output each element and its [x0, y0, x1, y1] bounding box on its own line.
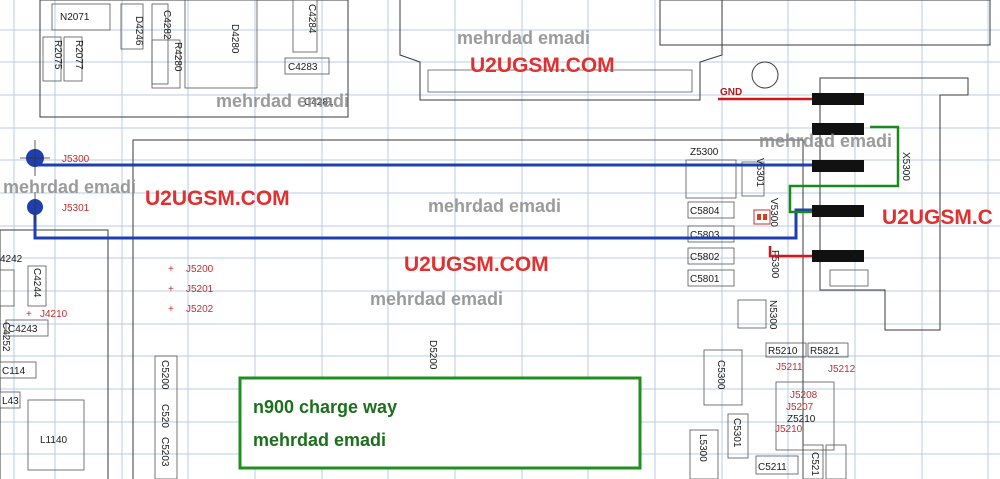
ref-c521: C521	[809, 452, 820, 476]
connector-pin-2	[812, 123, 864, 135]
testpoint-j5200-mark: +	[168, 264, 174, 275]
ref-v5301: V5301	[754, 158, 765, 187]
ref-j4210: J4210	[40, 309, 68, 320]
connector-pin-5	[812, 250, 864, 262]
red-trace-fuse	[768, 246, 812, 258]
top-chip-outline	[399, 0, 779, 101]
ref-d5200: D5200	[427, 340, 438, 370]
ref-c4282: C4282	[161, 10, 172, 40]
ref-c4252: C4252	[0, 322, 11, 352]
ref-j5301: J5301	[62, 203, 90, 214]
ref-c520: C520	[159, 404, 170, 428]
caption-border	[238, 376, 642, 470]
ref-c4244: C4244	[31, 268, 42, 298]
ref-d4280: D4280	[229, 24, 240, 54]
connector-pin-1	[812, 93, 864, 105]
ref-j5201: J5201	[186, 284, 214, 295]
watermark-gray-4: mehrdad emadi	[3, 177, 136, 197]
caption-line-1: n900 charge way	[253, 397, 397, 417]
ref-r2075: R2075	[52, 40, 63, 70]
diode-pad-a	[757, 214, 761, 220]
middle-components: + J5200 + J5201 + J5202 D5200 C5200 C520…	[154, 264, 438, 479]
ref-d4246: D4246	[133, 16, 144, 46]
ref-z5210: Z5210	[787, 414, 816, 425]
top-components: N2071 D4246 C4282 R4280 D4280 C4284 C428…	[42, 0, 334, 108]
ref-j5200: J5200	[186, 264, 214, 275]
connector-pin-3	[812, 160, 864, 172]
ref-j5207: J5207	[786, 402, 814, 413]
watermark-gray-1: mehrdad emadi	[457, 28, 590, 48]
ref-c4284: C4284	[306, 4, 317, 34]
ref-j5212: J5212	[828, 364, 856, 375]
ref-r5210: R5210	[768, 346, 798, 357]
ref-c5804: C5804	[690, 206, 720, 217]
watermark-gray-5: mehrdad emadi	[428, 196, 561, 216]
caption-line-2: mehrdad emadi	[253, 430, 386, 450]
ref-c5200: C5200	[159, 360, 170, 390]
caption-box: n900 charge way mehrdad emadi	[238, 376, 642, 470]
watermarks: mehrdad emadi U2UGSM.COM mehrdad emadi m…	[3, 28, 993, 309]
diode-marker	[753, 209, 771, 225]
diode-pad-b	[763, 214, 767, 220]
gnd-label: GND	[720, 87, 742, 98]
ref-j5211: J5211	[776, 362, 803, 373]
ref-r5821: R5821	[810, 346, 840, 357]
ref-c4283: C4283	[288, 62, 318, 73]
ref-l1140: L1140	[40, 435, 68, 446]
ref-j5208: J5208	[790, 390, 818, 401]
ref-c114: C114	[2, 366, 26, 377]
left-components: 4242 C4244 C4243 C4252 C114 L43 L1140 J4…	[0, 254, 85, 471]
testpoint-j4210-mark: +	[26, 309, 32, 320]
ref-n2071: N2071	[60, 12, 90, 23]
watermark-gray-3: mehrdad emadi	[759, 131, 892, 151]
watermark-gray-2: mehrdad emadi	[216, 91, 349, 111]
watermark-gray-6: mehrdad emadi	[370, 289, 503, 309]
ref-r2077: R2077	[73, 40, 84, 70]
ref-l43: L43	[2, 396, 19, 407]
ref-c5801: C5801	[690, 274, 720, 285]
ref-f5300: F5300	[769, 250, 780, 279]
watermark-red-2: U2UGSM.COM	[145, 187, 290, 210]
testpoint-j5201-mark: +	[168, 284, 174, 295]
testpoint-j5202-mark: +	[168, 304, 174, 315]
ref-z5300: Z5300	[690, 147, 719, 158]
ref-v5300: V5300	[768, 198, 779, 227]
ref-j5300: J5300	[62, 154, 90, 165]
green-trace	[788, 125, 900, 214]
ref-j5202: J5202	[186, 304, 214, 315]
trace-j5300	[33, 158, 812, 167]
ref-4242: 4242	[0, 254, 23, 265]
ref-r4280: R4280	[172, 42, 183, 72]
ref-c4281: C4281	[304, 97, 334, 108]
blue-traces: J5300 J5301	[20, 140, 812, 240]
ref-x5300: X5300	[900, 152, 911, 181]
ref-c5300: C5300	[715, 360, 726, 390]
ref-c5803: C5803	[690, 230, 720, 241]
ref-n5300: N5300	[767, 300, 778, 330]
connector-pin-4	[812, 205, 864, 217]
watermark-red-4: U2UGSM.COM	[404, 253, 549, 276]
ref-c5802: C5802	[690, 252, 720, 263]
trace-j5301	[33, 207, 812, 240]
ref-c5301: C5301	[731, 418, 742, 448]
watermark-red-1: U2UGSM.COM	[470, 54, 615, 77]
ref-c5203: C5203	[159, 437, 170, 467]
connector-x5300: X5300	[812, 77, 969, 331]
ref-l5300: L5300	[697, 434, 708, 462]
watermark-red-3: U2UGSM.C	[882, 206, 993, 229]
right-components: Z5300 V5301 V5300 C5804 C5803 C5802 C580…	[685, 147, 856, 479]
ref-c4243: C4243	[8, 324, 38, 335]
ref-j5210: J5210	[775, 424, 803, 435]
ref-c5211: C5211	[758, 462, 787, 473]
